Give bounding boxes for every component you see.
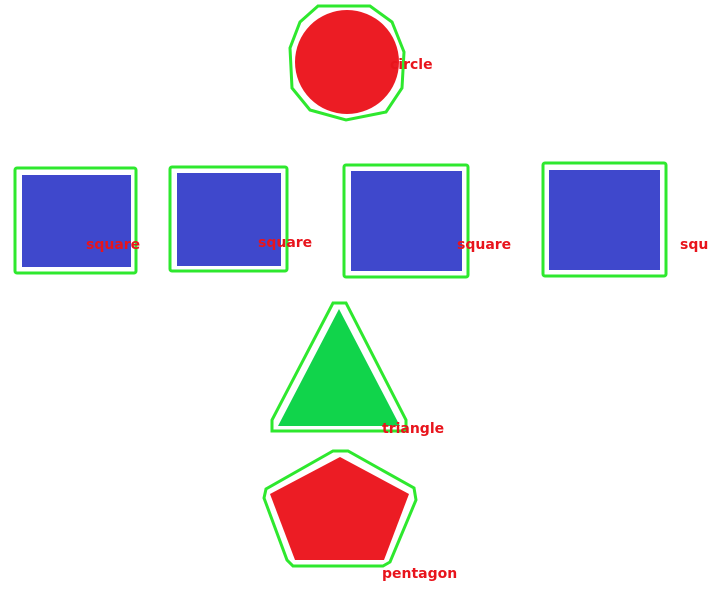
- square-label-4: squ: [680, 237, 708, 253]
- square-shape-3: [351, 171, 462, 271]
- pentagon-detection: pentagon: [262, 449, 457, 582]
- square-label-1: square: [86, 237, 140, 253]
- square-label-3: square: [457, 237, 511, 253]
- square-detection-1: square: [13, 166, 140, 275]
- square-outline-3: [342, 163, 470, 279]
- triangle-detection: triangle: [270, 301, 444, 437]
- square-shape-4: [549, 170, 660, 270]
- square-shape-2: [177, 173, 281, 266]
- triangle-label: triangle: [382, 421, 444, 437]
- square-detection-2: square: [168, 165, 312, 273]
- circle-detection: circle: [288, 4, 433, 122]
- pentagon-shape: [270, 457, 409, 560]
- circle-label: circle: [390, 57, 433, 73]
- square-outline-2: [168, 165, 289, 273]
- square-detection-4: squ: [541, 161, 708, 278]
- pentagon-outline: [262, 449, 418, 568]
- circle-outline: [288, 4, 406, 122]
- square-label-2: square: [258, 235, 312, 251]
- triangle-shape: [278, 309, 400, 426]
- square-outline-4: [541, 161, 668, 278]
- triangle-outline: [270, 301, 408, 433]
- pentagon-label: pentagon: [382, 566, 457, 582]
- square-shape-1: [22, 175, 131, 267]
- square-outline-1: [13, 166, 138, 275]
- square-detection-3: square: [342, 163, 511, 279]
- circle-shape: [295, 10, 399, 114]
